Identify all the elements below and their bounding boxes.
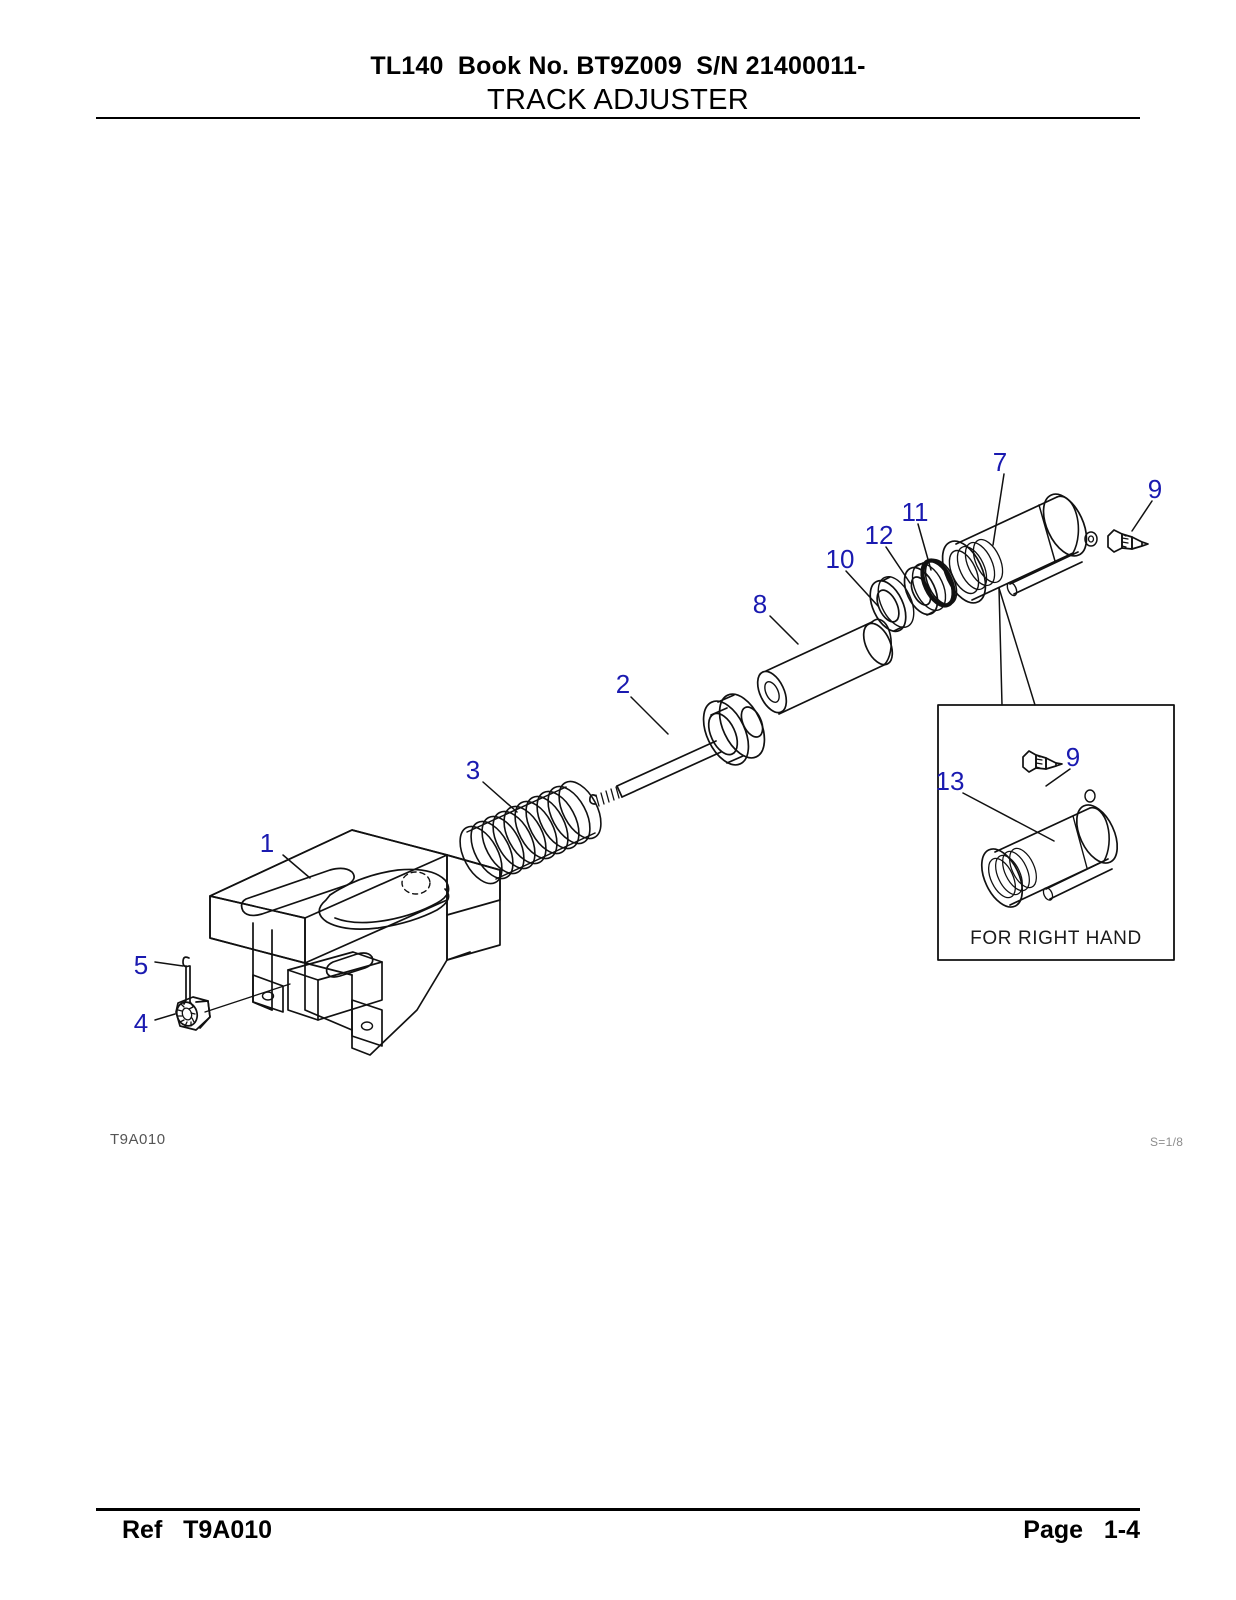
callout-numbers: 1 2 3 4 5 7 8 9 10 11 12 13 9 — [134, 447, 1162, 1038]
callout-number-13: 13 — [936, 766, 965, 796]
part-recoil-spring — [459, 780, 602, 885]
footer-reference: Ref T9A010 — [122, 1516, 273, 1544]
footer-divider-rule — [96, 1508, 1140, 1511]
part-grease-fitting-right-hand — [1022, 750, 1063, 773]
part-castle-nut — [175, 996, 211, 1031]
callout-number-4: 4 — [134, 1008, 148, 1038]
page-title: TRACK ADJUSTER — [486, 84, 749, 116]
inset-caption-right-hand: FOR RIGHT HAND — [970, 928, 1142, 949]
page-header-book-info: TL140 Book No. BT9Z009 S/N 21400011- — [370, 52, 866, 80]
footer-page-number: Page 1-4 — [1023, 1516, 1140, 1544]
callout-number-12: 12 — [865, 520, 894, 550]
part-track-adjuster-yoke — [204, 829, 501, 1056]
callout-number-2: 2 — [616, 669, 630, 699]
header-divider-rule — [96, 117, 1140, 119]
part-grease-fitting — [1107, 529, 1149, 553]
part-cylinder-body-right-hand — [980, 789, 1119, 908]
callout-number-1: 1 — [260, 828, 274, 858]
callout-number-10: 10 — [826, 544, 855, 574]
callout-number-5: 5 — [134, 950, 148, 980]
part-seal-ring — [903, 562, 947, 616]
callout-number-11: 11 — [902, 497, 929, 527]
part-sleeve — [756, 618, 894, 715]
callout-leader-lines — [154, 473, 1153, 1021]
plate-scale-label: S=1/8 — [1150, 1135, 1184, 1149]
part-backup-ring — [869, 576, 915, 633]
part-cylinder-body — [941, 493, 1098, 604]
callout-number-9-right-hand: 9 — [1066, 742, 1080, 772]
callout-number-9: 9 — [1148, 474, 1162, 504]
callout-number-8: 8 — [753, 589, 767, 619]
part-adjuster-rod — [589, 693, 766, 807]
callout-number-3: 3 — [466, 755, 480, 785]
inset-box-right-hand — [937, 587, 1175, 961]
plate-code-label: T9A010 — [110, 1131, 166, 1148]
callout-number-7: 7 — [993, 447, 1007, 477]
